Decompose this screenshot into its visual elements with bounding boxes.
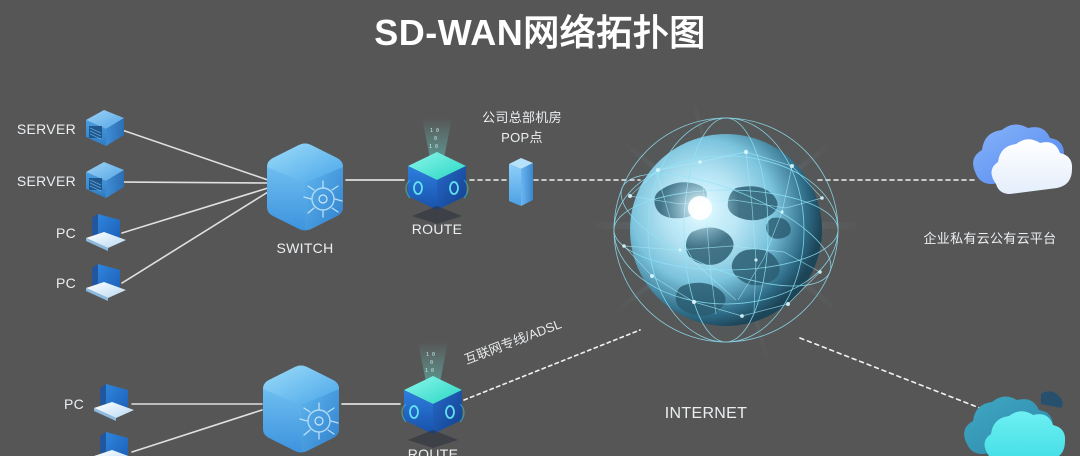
svg-text:0: 0: [434, 136, 437, 142]
svg-text:1 0: 1 0: [426, 352, 435, 358]
server-second-label: SERVER: [16, 173, 76, 189]
router-bottom-label: ROUTE: [407, 446, 459, 456]
cloud-top-label: 企业私有云公有云平台: [923, 231, 1057, 246]
switch-cube-icon: [255, 363, 347, 456]
svg-text:1 0: 1 0: [425, 368, 434, 374]
laptop-icon: [82, 210, 130, 259]
globe-icon: [586, 93, 866, 365]
pc-branch-upper-label: PC: [63, 396, 84, 412]
router-top-label: ROUTE: [411, 221, 463, 237]
cloud-icon: [955, 378, 1080, 456]
router-cube-icon: 1 0 0 1 0: [392, 342, 474, 456]
pop-label-line1: 公司总部机房: [482, 110, 562, 125]
server-top-label: SERVER: [16, 121, 76, 137]
pc-third-label: PC: [55, 225, 76, 241]
laptop-icon: [90, 380, 138, 429]
cloud-icon: [962, 102, 1074, 219]
laptop-icon: [82, 260, 130, 309]
pop-pillar-icon: [505, 156, 539, 217]
switch-top-label: SWITCH: [276, 240, 334, 256]
laptop-icon: [90, 428, 138, 456]
switch-cube-icon: [259, 141, 351, 238]
page-title: SD-WAN网络拓扑图: [374, 12, 706, 53]
server-icon: [82, 158, 128, 209]
pop-label-line2: POP点: [501, 130, 543, 145]
svg-text:0: 0: [430, 360, 433, 366]
pc-fourth-label: PC: [55, 275, 76, 291]
server-icon: [82, 106, 128, 157]
svg-text:1 0: 1 0: [430, 128, 439, 134]
svg-text:1 0: 1 0: [429, 144, 438, 150]
internet-label: INTERNET: [664, 405, 748, 422]
router-cube-icon: 1 0 0 1 0: [396, 118, 478, 229]
